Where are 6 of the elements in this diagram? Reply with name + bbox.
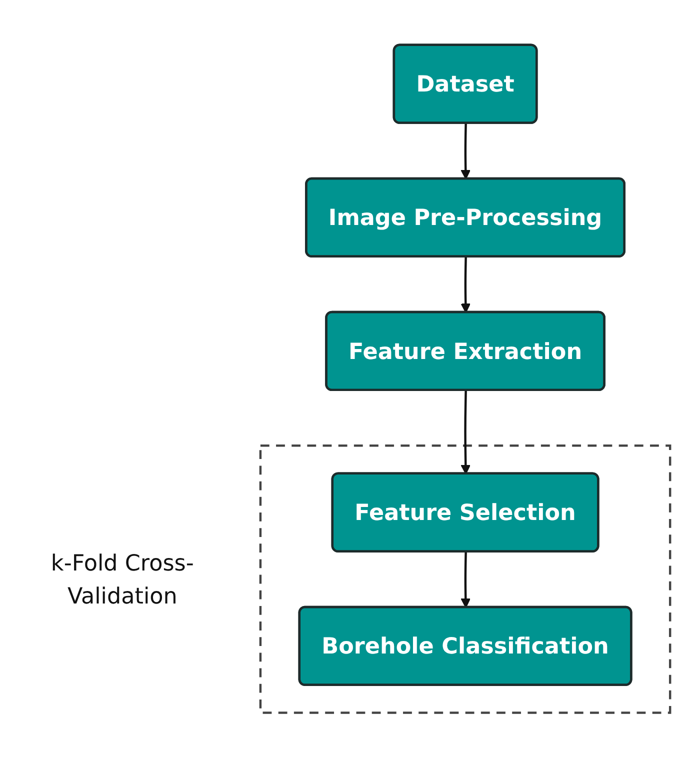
arrow [460, 390, 471, 475]
arrow [460, 257, 471, 314]
arrow [460, 124, 471, 180]
arrow [460, 552, 471, 608]
node-label: k-Fold Cross-Validation [50, 549, 194, 610]
cluster [259, 444, 672, 714]
